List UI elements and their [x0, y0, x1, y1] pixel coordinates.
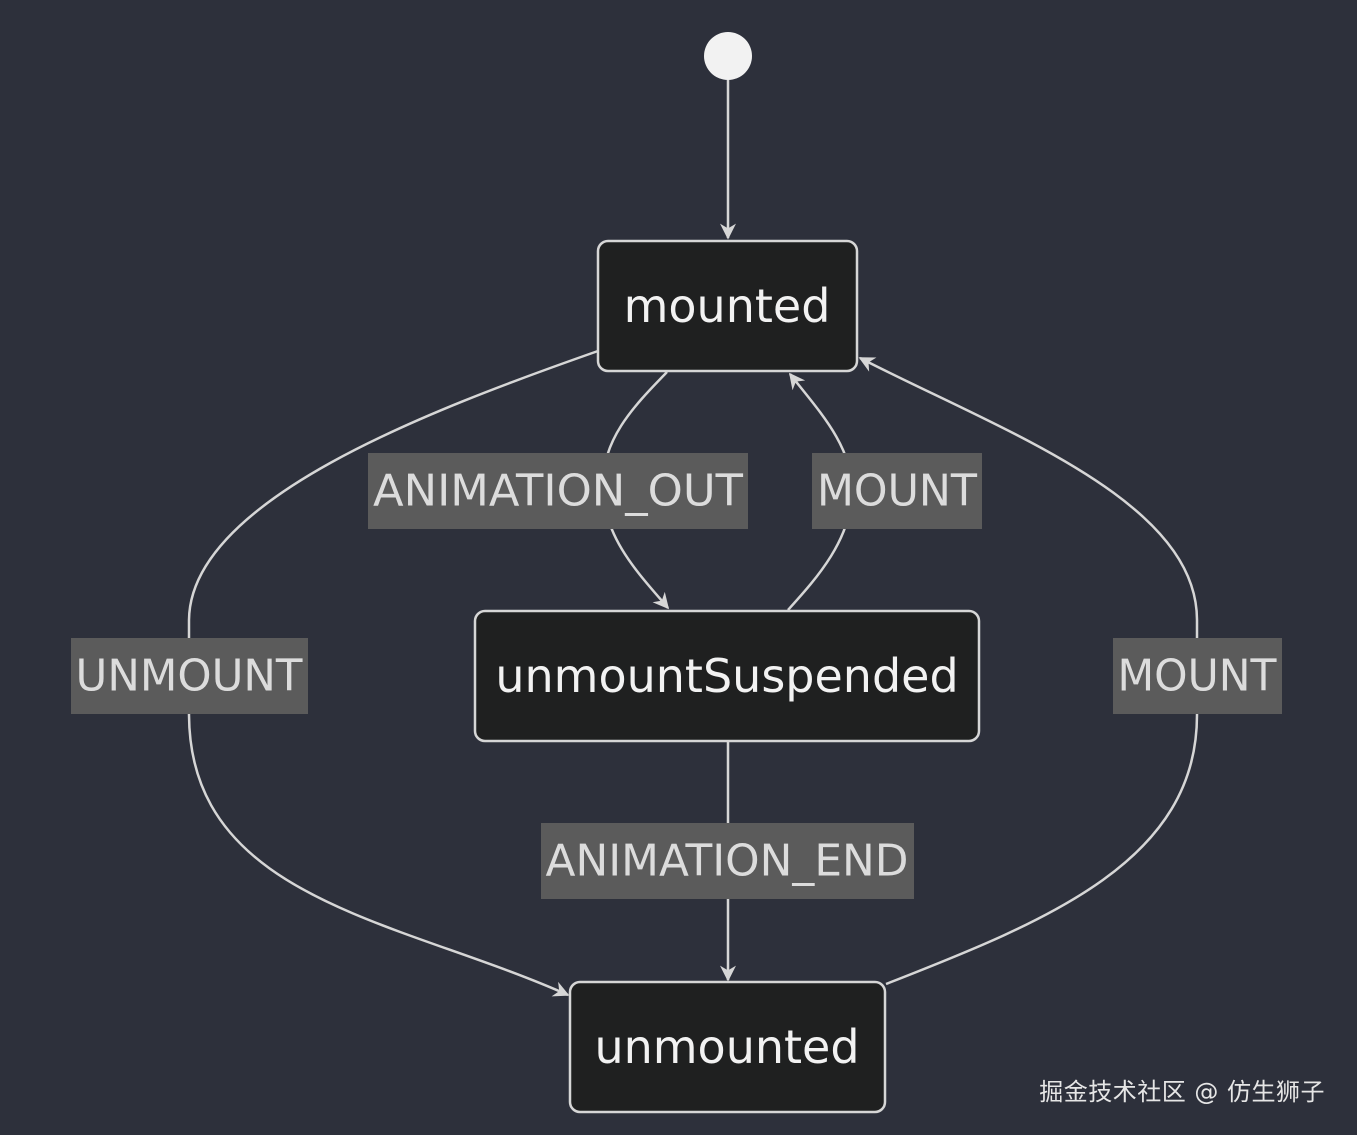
edge-mounted-to-unmounted — [187, 349, 599, 997]
edge-label-mount-outer-text: MOUNT — [1118, 651, 1277, 702]
edge-label-mount-inner: MOUNT — [812, 453, 982, 529]
edge-unmounted-to-mounted — [858, 356, 1199, 986]
state-unmounted-label: unmounted — [594, 1020, 859, 1074]
edge-label-animation-end: ANIMATION_END — [541, 823, 914, 899]
edge-label-animation-end-text: ANIMATION_END — [546, 836, 909, 887]
state-unmount-suspended: unmountSuspended — [473, 609, 981, 743]
state-mounted-label: mounted — [624, 279, 831, 333]
state-unmount-suspended-label: unmountSuspended — [495, 649, 958, 703]
edge-label-animation-out: ANIMATION_OUT — [368, 453, 748, 529]
edge-label-mount-inner-text: MOUNT — [817, 466, 977, 517]
edge-label-unmount: UNMOUNT — [71, 638, 308, 714]
start-state-dot — [704, 32, 752, 80]
edge-label-unmount-text: UNMOUNT — [76, 651, 303, 702]
watermark-text: 掘金技术社区 @ 仿生狮子 — [1039, 1078, 1325, 1106]
state-unmounted: unmounted — [568, 980, 887, 1114]
edge-label-mount-outer: MOUNT — [1113, 638, 1282, 714]
state-mounted: mounted — [596, 239, 859, 373]
edge-label-animation-out-text: ANIMATION_OUT — [373, 466, 743, 517]
